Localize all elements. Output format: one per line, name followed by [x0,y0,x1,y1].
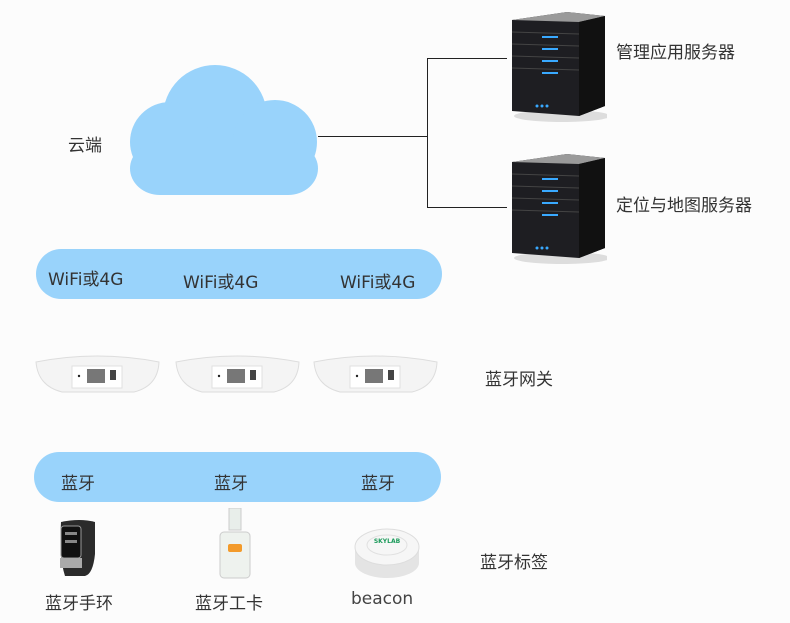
wifi-label: WiFi或4G [183,273,259,293]
gateway-icon [35,355,160,393]
connector-line [318,136,427,137]
server-icon [511,154,607,264]
bluetooth-band [34,452,441,502]
gateway-label: 蓝牙网关 [485,370,553,390]
connector-line [427,207,507,208]
connector-line [427,58,507,59]
wifi-label: WiFi或4G [340,273,416,293]
cloud-label: 云端 [68,136,102,156]
wristband-icon [60,520,95,576]
gateway-icon [313,355,438,393]
gateway-icon [175,355,300,393]
tags-label: 蓝牙标签 [480,553,548,573]
bluetooth-label: 蓝牙 [361,474,395,494]
wifi-band [36,249,442,299]
server-label: 定位与地图服务器 [616,196,752,216]
wifi-label: WiFi或4G [48,270,124,290]
device-label: beacon [351,589,414,609]
bluetooth-label: 蓝牙 [214,474,248,494]
device-label: 蓝牙工卡 [195,594,263,614]
server-label: 管理应用服务器 [616,43,735,63]
cloud-shape [130,65,318,195]
svg-text:SKYLAB: SKYLAB [374,538,401,545]
beacon-icon: SKYLAB [354,528,420,578]
badge-card-icon [219,508,251,579]
device-label: 蓝牙手环 [45,594,113,614]
server-icon [511,12,607,122]
bluetooth-label: 蓝牙 [61,474,95,494]
connector-line [427,58,428,208]
